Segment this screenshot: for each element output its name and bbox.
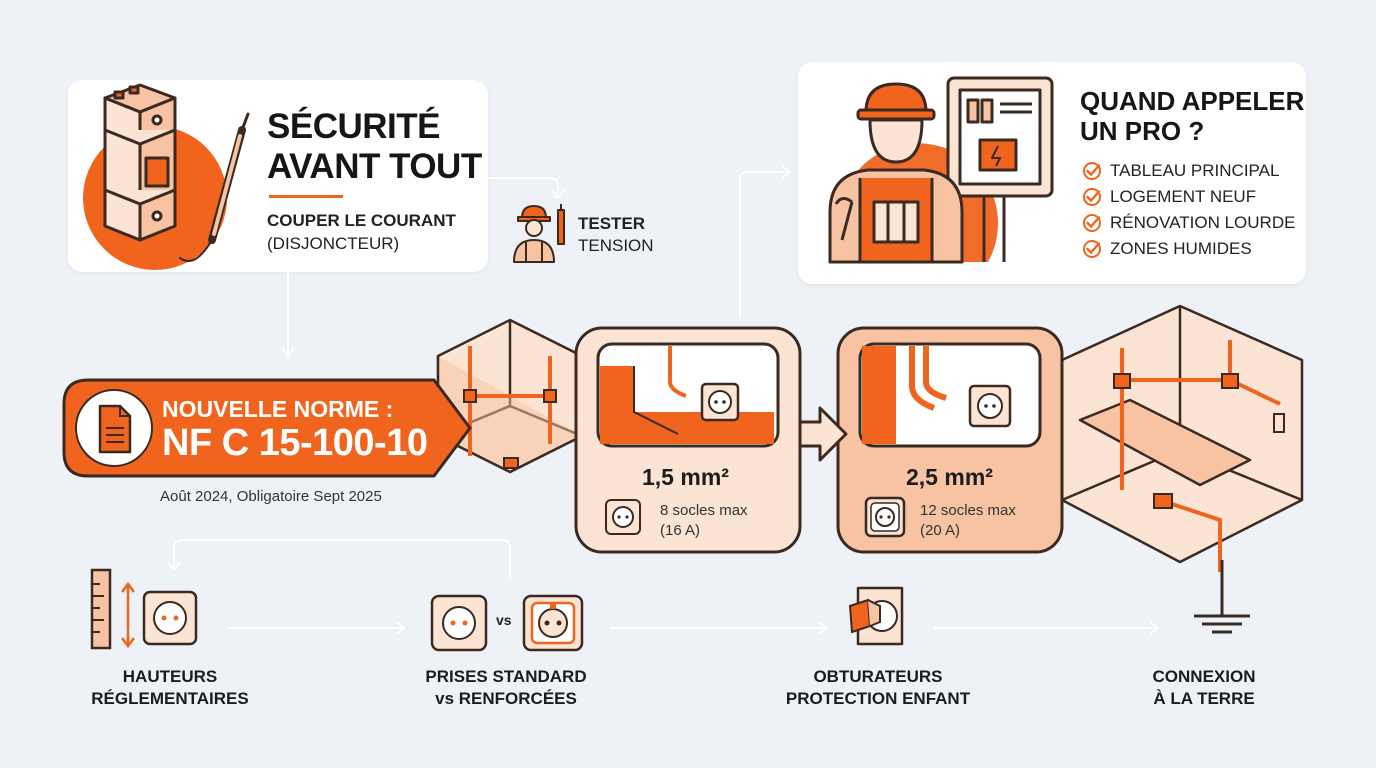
pro-check-item: LOGEMENT NEUF: [1082, 184, 1295, 210]
check-icon: [1083, 188, 1101, 206]
step-heights-label: HAUTEURS RÉGLEMENTAIRES: [70, 666, 270, 710]
pro-check-item: TABLEAU PRINCIPAL: [1082, 158, 1295, 184]
electrician-panel-illustration: [828, 76, 1054, 264]
step-sockets-label: PRISES STANDARD vs RENFORCÉES: [406, 666, 606, 710]
pro-title-line2: UN PRO ?: [1080, 116, 1205, 146]
standard-vs-reinforced-socket-icon: [430, 594, 584, 652]
norm-code: NF C 15-100-10: [162, 422, 428, 464]
pro-title-line1: QUAND APPELER: [1080, 86, 1305, 116]
safety-title-underline: [269, 195, 343, 198]
ground-symbol-icon: [1194, 560, 1250, 634]
vs-label: vs: [496, 612, 512, 628]
bottom-flow-arrows: [228, 621, 1160, 635]
pro-checklist: TABLEAU PRINCIPAL LOGEMENT NEUF RÉNOVATI…: [1082, 158, 1295, 262]
safety-step2-line1: TESTER: [578, 214, 646, 233]
pro-check-label: TABLEAU PRINCIPAL: [1110, 161, 1280, 180]
arrow-up-to-pro: [739, 165, 792, 316]
safety-step1-line2: (DISJONCTEUR): [267, 234, 400, 253]
step-ground-line2: À LA TERRE: [1153, 689, 1255, 708]
check-icon: [1083, 240, 1101, 258]
pro-check-item: ZONES HUMIDES: [1082, 236, 1295, 262]
step-shutters-label: OBTURATEURS PROTECTION ENFANT: [768, 666, 988, 710]
circuit-2-desc-line1: 12 socles max: [920, 502, 1016, 519]
pro-check-label: ZONES HUMIDES: [1110, 239, 1252, 258]
breaker-tester-illustration: [83, 83, 250, 270]
safety-step1-line1: COUPER LE COURANT: [267, 211, 456, 230]
arrow-to-tester: [488, 177, 565, 200]
step-sockets-line1: PRISES STANDARD: [425, 667, 587, 686]
pro-check-label: LOGEMENT NEUF: [1110, 187, 1257, 206]
step-shutters-line1: OBTURATEURS: [813, 667, 943, 686]
arrow-norm-to-heights: [167, 539, 511, 578]
pro-check-item: RÉNOVATION LOURDE: [1082, 210, 1295, 236]
step-ground-line1: CONNEXION: [1152, 667, 1256, 686]
safety-title-line1: SÉCURITÉ: [267, 107, 440, 146]
circuit-1-desc-line1: 8 socles max: [660, 502, 748, 519]
circuit-1-desc-line2: (16 A): [660, 522, 701, 539]
circuit-panels-frame: [574, 326, 1064, 554]
arrow-down-to-norm: [281, 272, 295, 358]
step-heights-line2: RÉGLEMENTAIRES: [91, 689, 249, 708]
check-icon: [1083, 214, 1101, 232]
circuit-1-section: 1,5 mm²: [642, 464, 729, 490]
norm-banner: [62, 378, 472, 478]
step-sockets-line2: vs RENFORCÉES: [435, 689, 577, 708]
safety-title-line2: AVANT TOUT: [267, 147, 482, 186]
step-shutters-line2: PROTECTION ENFANT: [785, 689, 971, 708]
child-shutter-socket-icon: [848, 586, 904, 646]
step-heights-line1: HAUTEURS: [122, 667, 218, 686]
pro-check-label: RÉNOVATION LOURDE: [1110, 213, 1296, 232]
circuit-2-section: 2,5 mm²: [906, 464, 993, 490]
safety-step2-line2: TENSION: [578, 236, 654, 255]
step-ground-label: CONNEXION À LA TERRE: [1124, 666, 1284, 710]
norm-title: NOUVELLE NORME :: [162, 396, 394, 422]
electrician-tester-icon: [513, 204, 565, 263]
room-wiring-right-illustration: [1060, 304, 1304, 572]
height-ruler-socket-icon: [90, 568, 198, 650]
circuit-2-desc-line2: (20 A): [920, 522, 961, 539]
room-wiring-left-illustration: [436, 318, 584, 474]
check-icon: [1083, 162, 1101, 180]
norm-date: Août 2024, Obligatoire Sept 2025: [160, 488, 382, 505]
